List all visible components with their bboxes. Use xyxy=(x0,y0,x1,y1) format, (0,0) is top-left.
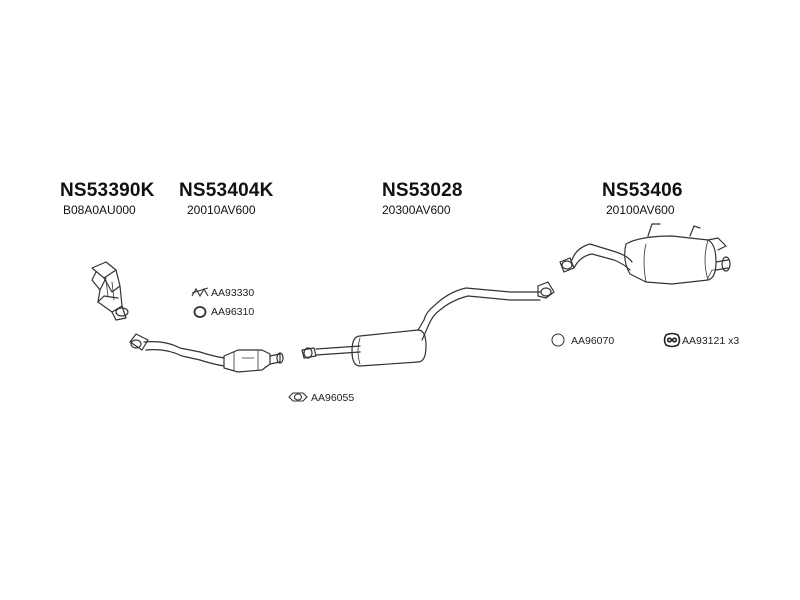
part-number-ns53390k[interactable]: NS53390K xyxy=(60,180,155,201)
rear-silencer-icon[interactable] xyxy=(559,223,731,285)
oe-number-b08a0au000: B08A0AU000 xyxy=(63,203,136,217)
ring-gasket-icon[interactable] xyxy=(550,332,566,348)
part-number-ns53406[interactable]: NS53406 xyxy=(602,180,683,201)
accessory-code-aa96055[interactable]: AA96055 xyxy=(311,392,355,404)
accessory-code-aa96070[interactable]: AA96070 xyxy=(571,335,615,347)
o-ring-gasket-icon[interactable] xyxy=(192,305,208,319)
part-number-ns53404k[interactable]: NS53404K xyxy=(179,180,274,201)
catalytic-converter-manifold-icon[interactable] xyxy=(91,261,129,321)
flange-gasket-icon[interactable] xyxy=(287,390,309,404)
rubber-hanger-icon[interactable] xyxy=(663,332,681,348)
middle-silencer-icon[interactable] xyxy=(301,281,555,367)
front-pipe-catalyst-icon[interactable] xyxy=(129,333,284,373)
oe-number-20010av600: 20010AV600 xyxy=(187,203,256,217)
oe-number-20100av600: 20100AV600 xyxy=(606,203,675,217)
accessory-code-aa96310[interactable]: AA96310 xyxy=(211,306,255,318)
accessory-code-aa93121[interactable]: AA93121 x3 xyxy=(682,335,740,347)
oe-number-20300av600: 20300AV600 xyxy=(382,203,451,217)
part-number-ns53028[interactable]: NS53028 xyxy=(382,180,463,201)
spring-clamp-icon[interactable] xyxy=(190,285,210,299)
accessory-code-aa93330[interactable]: AA93330 xyxy=(211,287,255,299)
